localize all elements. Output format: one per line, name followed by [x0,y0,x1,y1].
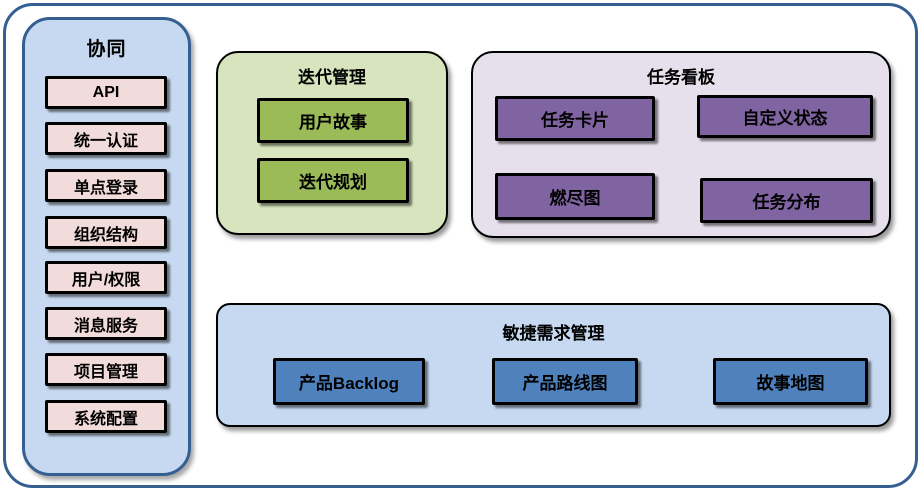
sidebar-item-system-config: 系统配置 [45,400,167,433]
sidebar-item-sso: 单点登录 [45,169,167,202]
box-product-roadmap: 产品路线图 [492,358,638,405]
sidebar-item-unified-auth: 统一认证 [45,122,167,155]
box-task-distribution: 任务分布 [700,178,873,223]
group-task-board: 任务看板 任务卡片 自定义状态 燃尽图 任务分布 [471,51,891,238]
sidebar-item-org-structure: 组织结构 [45,216,167,249]
sidebar-item-project-mgmt: 项目管理 [45,353,167,386]
group-kanban-title: 任务看板 [647,68,715,87]
box-user-stories: 用户故事 [257,98,409,143]
sidebar-item-users-permissions: 用户/权限 [45,261,167,294]
box-product-backlog: 产品Backlog [273,358,425,405]
sidebar-item-api: API [45,76,167,109]
group-agile-requirements: 敏捷需求管理 产品Backlog 产品路线图 故事地图 [216,303,891,427]
box-burndown-chart: 燃尽图 [495,173,655,220]
sidebar-title: 协同 [86,39,127,60]
group-agile-title: 敏捷需求管理 [502,324,605,343]
sidebar-item-message-service: 消息服务 [45,307,167,340]
box-iteration-planning: 迭代规划 [257,158,409,203]
outer-frame: 协同 API 统一认证 单点登录 组织结构 用户/权限 消息服务 项目管理 系统… [3,3,918,488]
box-story-map: 故事地图 [713,358,868,405]
box-task-cards: 任务卡片 [495,96,655,141]
group-iteration-title: 迭代管理 [298,68,366,87]
sidebar-collaboration: 协同 API 统一认证 单点登录 组织结构 用户/权限 消息服务 项目管理 系统… [22,17,191,476]
group-iteration-management: 迭代管理 用户故事 迭代规划 [216,51,448,235]
box-custom-status: 自定义状态 [697,95,873,138]
